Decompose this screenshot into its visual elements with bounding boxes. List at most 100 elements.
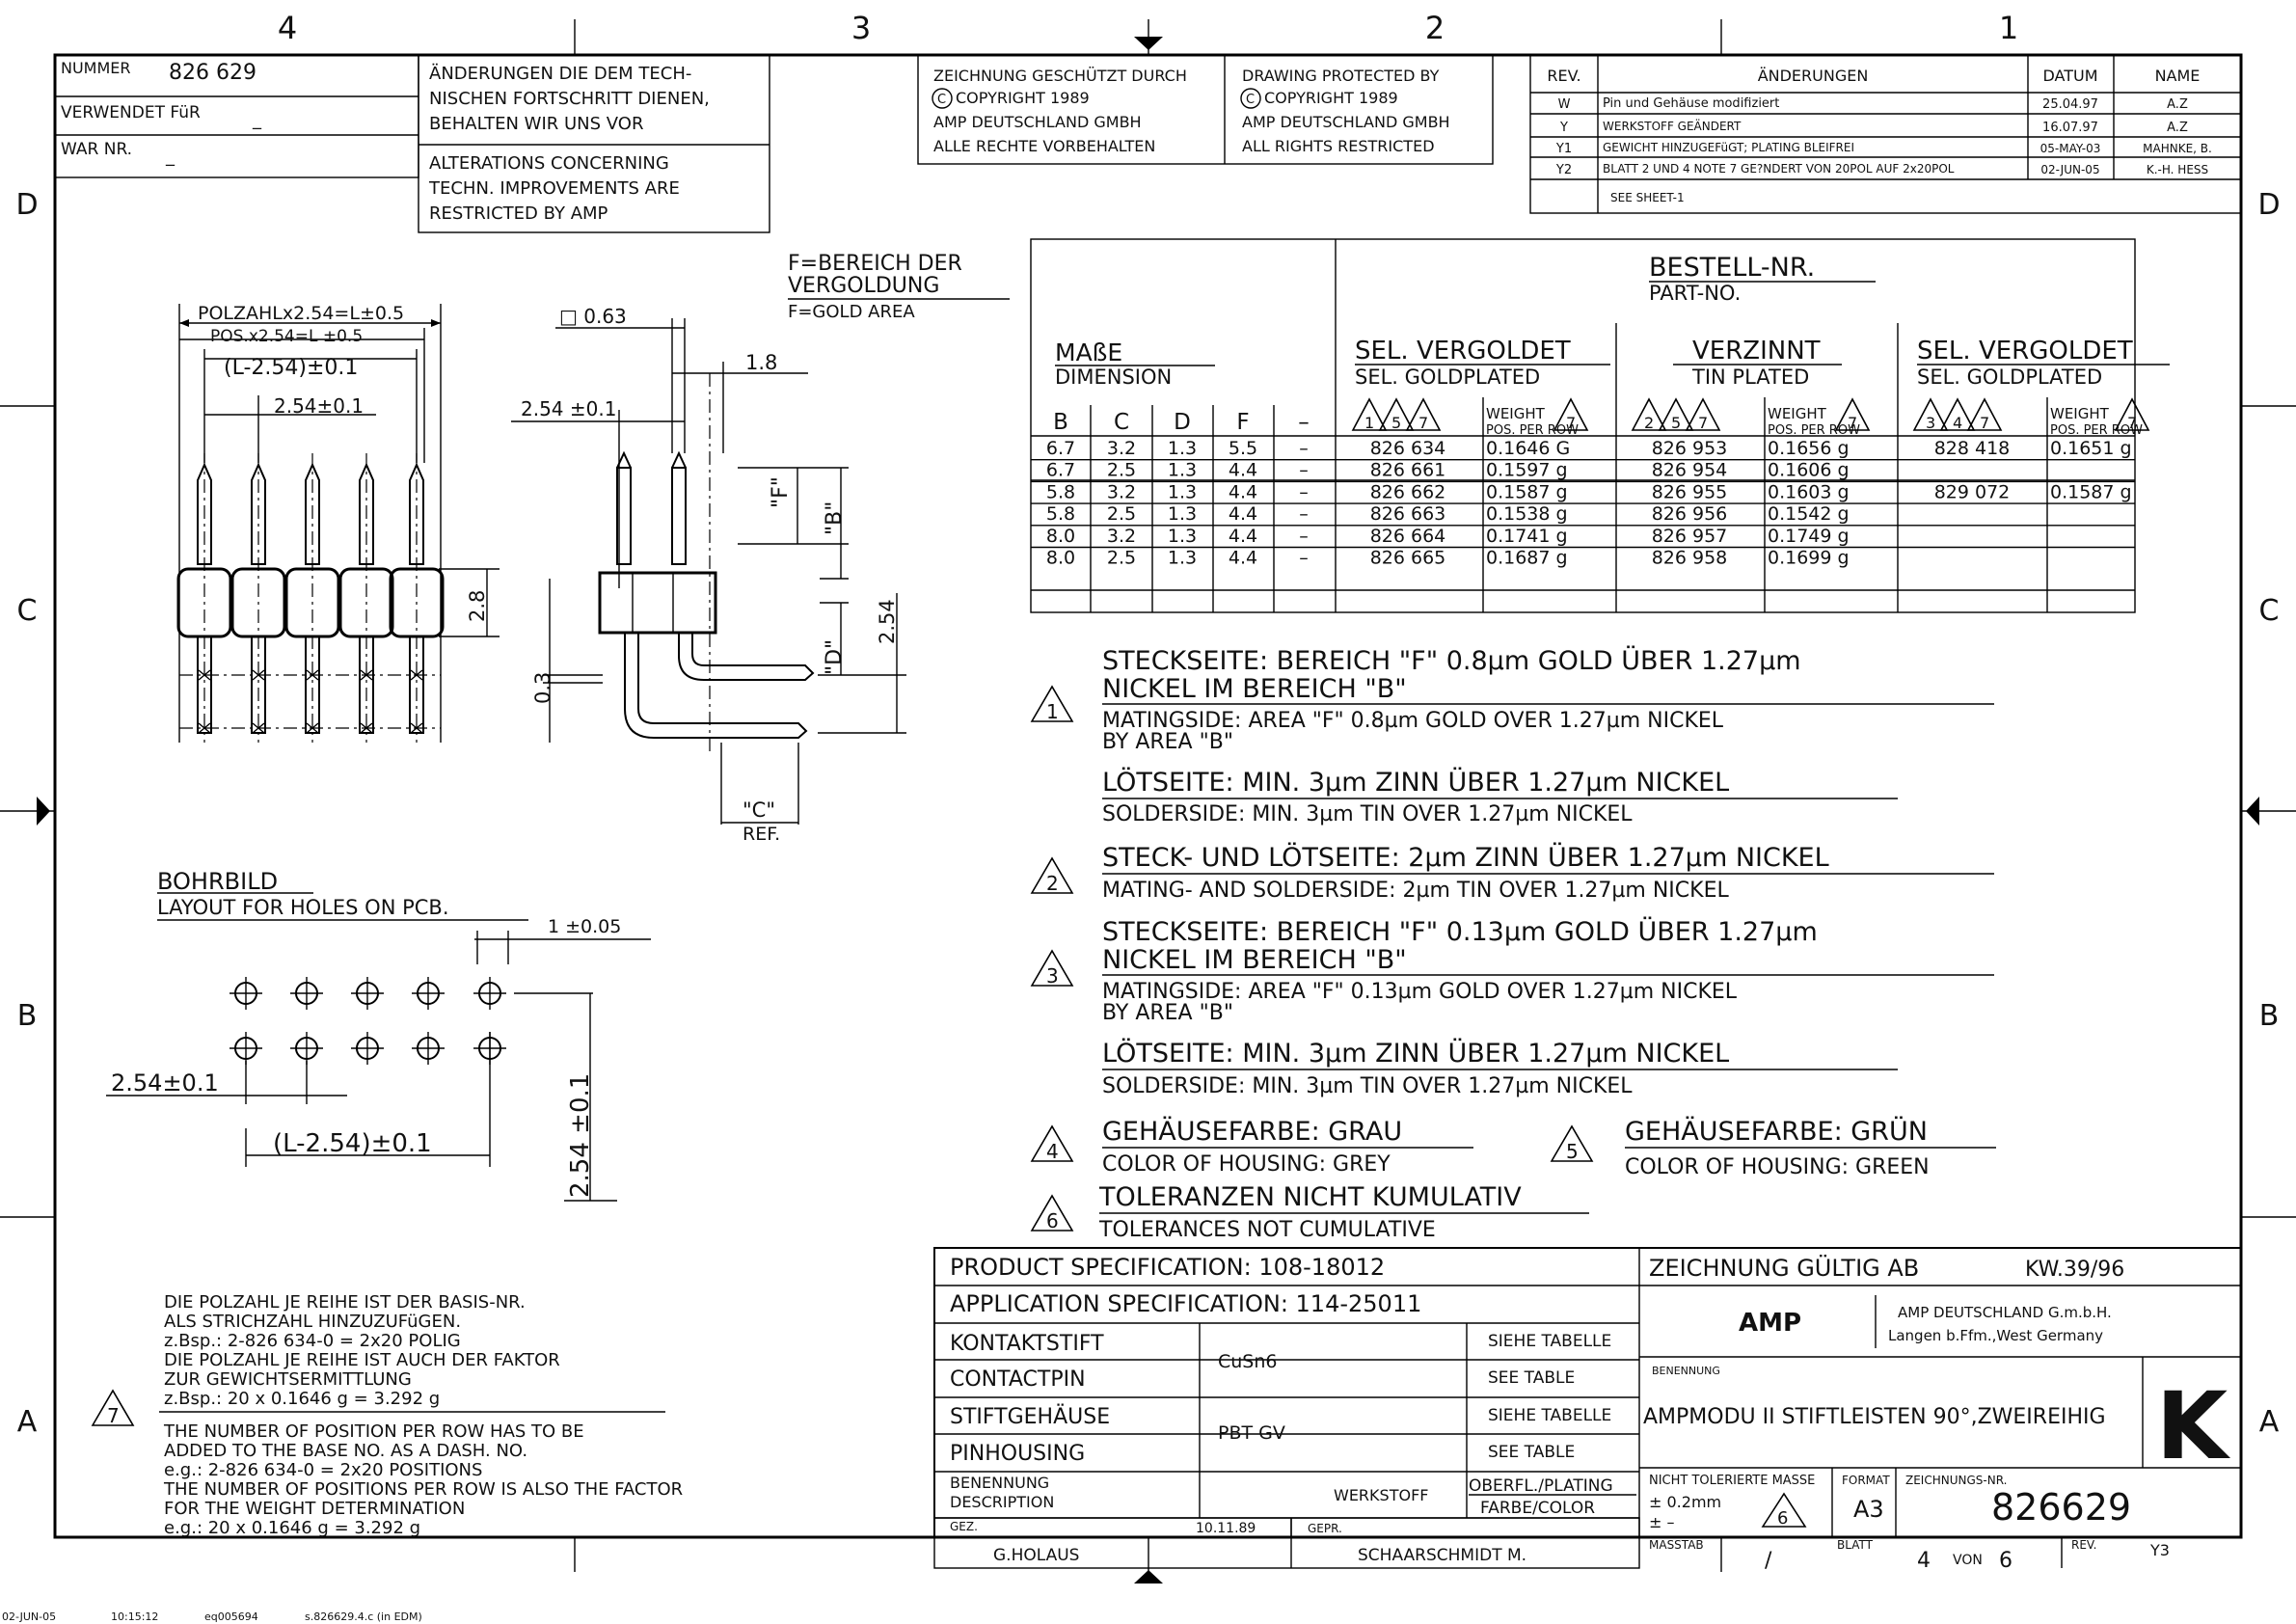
note-6-en: TOLERANCES NOT CUMULATIVE [1098, 1218, 1436, 1242]
note-4-icon [1030, 1124, 1074, 1162]
table-cell: 4.4 [1229, 481, 1257, 502]
changes-en-2: TECHN. IMPROVEMENTS ARE [428, 178, 680, 199]
front-view-pins: 2.8 [176, 453, 500, 743]
class-letter: K [2156, 1372, 2231, 1480]
number-block: NUMMER 826 629 VERWENDET FüR _ WAR NR. _ [54, 54, 419, 178]
pin-top [409, 462, 424, 565]
app-spec: APPLICATION SPECIFICATION: 114-25011 [950, 1290, 1421, 1317]
masstab-value: / [1765, 1549, 1772, 1573]
table-cell: 4.4 [1229, 460, 1257, 481]
rev-row-rev: Y [1559, 121, 1568, 135]
rev-row-name: MAHNKE, B. [2143, 142, 2212, 155]
see-table-2: SEE TABLE [1488, 1443, 1575, 1462]
bottom-title-block: PRODUCT SPECIFICATION: 108-18012 APPLICA… [933, 1247, 2242, 1573]
dim-pitch-side: 2.54 ±0.1 [521, 397, 616, 420]
note-2-de: STECK- UND LÖTSEITE: 2µm ZINN ÜBER 1.27µ… [1102, 842, 1829, 873]
tol-2: ± – [1649, 1513, 1675, 1531]
gold-area-de-2: VERGOLDUNG [788, 274, 939, 298]
bohrbild-dim-hole: 1 ±0.05 [548, 916, 621, 937]
alterations-block: ÄNDERUNGEN DIE DEM TECH- NISCHEN FORTSCH… [418, 54, 770, 233]
svg-text:4: 4 [1046, 1140, 1059, 1163]
note-3-en-2: BY AREA "B" [1102, 1001, 1233, 1025]
verwendet-label: VERWENDET FüR [61, 103, 201, 122]
gold-area-en: F=GOLD AREA [788, 302, 915, 322]
gez-date: 10.11.89 [1196, 1521, 1256, 1536]
contactpin: CONTACTPIN [950, 1367, 1086, 1392]
note-2-en: MATING- AND SOLDERSIDE: 2µm TIN OVER 1.2… [1102, 879, 1729, 903]
zone-top-2: 2 [1425, 10, 1445, 46]
rev-header-name: NAME [2155, 67, 2201, 85]
zeichnungs-label: ZEICHNUNGS-NR. [1905, 1474, 2007, 1487]
masstab-label: MASSTAB [1649, 1538, 1704, 1552]
pos-per-row-3: POS. PER ROW [2050, 423, 2143, 438]
hole-crosshair [351, 1032, 384, 1065]
changes-de-2: NISCHEN FORTSCHRITT DIENEN, [429, 89, 710, 109]
svg-text:6: 6 [1046, 1209, 1059, 1232]
center-arrow-bottom-icon [1134, 1570, 1163, 1583]
table-cell: 0.1699 g [1768, 548, 1850, 569]
bestell-title: BESTELL-NR. [1649, 253, 1815, 283]
part-title: AMPMODU II STIFTLEISTEN 90°,ZWEIREIHIG [1643, 1405, 2106, 1429]
table-cell: 826 954 [1652, 460, 1728, 481]
table-cell: – [1299, 438, 1309, 459]
bohrbild-section: BOHRBILD LAYOUT FOR HOLES ON PCB. 1 ±0.0… [106, 868, 651, 1202]
hole-crosshair [412, 977, 445, 1010]
table-cell: 826 956 [1652, 503, 1728, 525]
war-value: _ [165, 147, 176, 167]
svg-text:7: 7 [1698, 414, 1708, 432]
note-7-en-3: e.g.: 2-826 634-0 = 2x20 POSITIONS [164, 1460, 482, 1480]
table-cell: 4.4 [1229, 526, 1257, 547]
notes-section: 1 STECKSEITE: BEREICH "F" 0.8µm GOLD ÜBE… [91, 645, 1996, 1538]
description-label: DESCRIPTION [950, 1493, 1054, 1511]
dim-header-c: C [1114, 410, 1129, 435]
label-ref: REF. [743, 824, 780, 845]
svg-text:5: 5 [1566, 1140, 1579, 1163]
material-cusn6: CuSn6 [1218, 1351, 1278, 1372]
kontaktstift: KONTAKTSTIFT [950, 1332, 1104, 1356]
svg-text:5: 5 [1671, 414, 1681, 432]
benennung-label: BENENNUNG [950, 1474, 1049, 1492]
note-3-sol-de: LÖTSEITE: MIN. 3µm ZINN ÜBER 1.27µm NICK… [1102, 1038, 1729, 1069]
rev-row-date: 05-MAY-03 [2040, 142, 2101, 155]
note-6-de: TOLERANZEN NICHT KUMULATIV [1098, 1182, 1522, 1212]
note-7-de-2: ALS STRICHZAHL HINZUZUFüGEN. [164, 1312, 461, 1332]
table-cell: 826 953 [1652, 438, 1728, 459]
tol-note-icon [1761, 1492, 1807, 1528]
note-2-icon [1030, 856, 1074, 894]
dim-polzahl: POLZAHLx2.54=L±0.5 [198, 303, 404, 324]
table-cell: 1.3 [1168, 526, 1197, 547]
copyright-en-4: ALL RIGHTS RESTRICTED [1242, 137, 1435, 155]
farbe-label: FARBE/COLOR [1480, 1499, 1595, 1518]
table-cell: 3.2 [1107, 481, 1136, 502]
rev-row-change: WERKSTOFF GEÄNDERT [1603, 119, 1742, 133]
rev-header-changes: ÄNDERUNGEN [1758, 67, 1869, 85]
note-1-de-2: NICKEL IM BEREICH "B" [1102, 674, 1407, 704]
dim-header-f: F [1236, 410, 1249, 435]
gold-area-de-1: F=BEREICH DER [788, 252, 962, 276]
note-7-de-5: ZUR GEWICHTSERMITTLUNG [164, 1369, 412, 1390]
amp-logo: AMP [1739, 1309, 1801, 1338]
product-spec: PRODUCT SPECIFICATION: 108-18012 [950, 1254, 1385, 1281]
note-7-en-6: e.g.: 20 x 0.1646 g = 3.292 g [164, 1518, 420, 1538]
svg-text:3: 3 [1046, 964, 1059, 988]
rev-value: Y3 [2149, 1541, 2170, 1559]
dim-pos: POS.x2.54=L ±0.5 [210, 327, 363, 346]
table-cell: 1.3 [1168, 481, 1197, 502]
hole-crosshair [290, 1032, 323, 1065]
svg-text:7: 7 [107, 1404, 120, 1427]
table-cell: 4.4 [1229, 548, 1257, 569]
weight-header-2: WEIGHT [1768, 405, 1827, 422]
label-f: "F" [769, 476, 793, 508]
dimension-title: DIMENSION [1055, 365, 1172, 389]
table-cell: 3.2 [1107, 438, 1136, 459]
rev-row-name: K.-H. HESS [2147, 163, 2208, 176]
changes-de-1: ÄNDERUNGEN DIE DEM TECH- [429, 64, 691, 84]
rev-row-change: GEWICHT HINZUGEFüGT; PLATING BLEIFREI [1603, 141, 1854, 154]
table-cell: 0.1587 g [2050, 481, 2132, 502]
hole-crosshair [351, 977, 384, 1010]
dim-0-3: 0.3 [531, 672, 554, 704]
blatt-total: 6 [1999, 1549, 2012, 1573]
copyright-en-1: DRAWING PROTECTED BY [1242, 67, 1440, 85]
center-arrow-left-icon [37, 797, 50, 826]
